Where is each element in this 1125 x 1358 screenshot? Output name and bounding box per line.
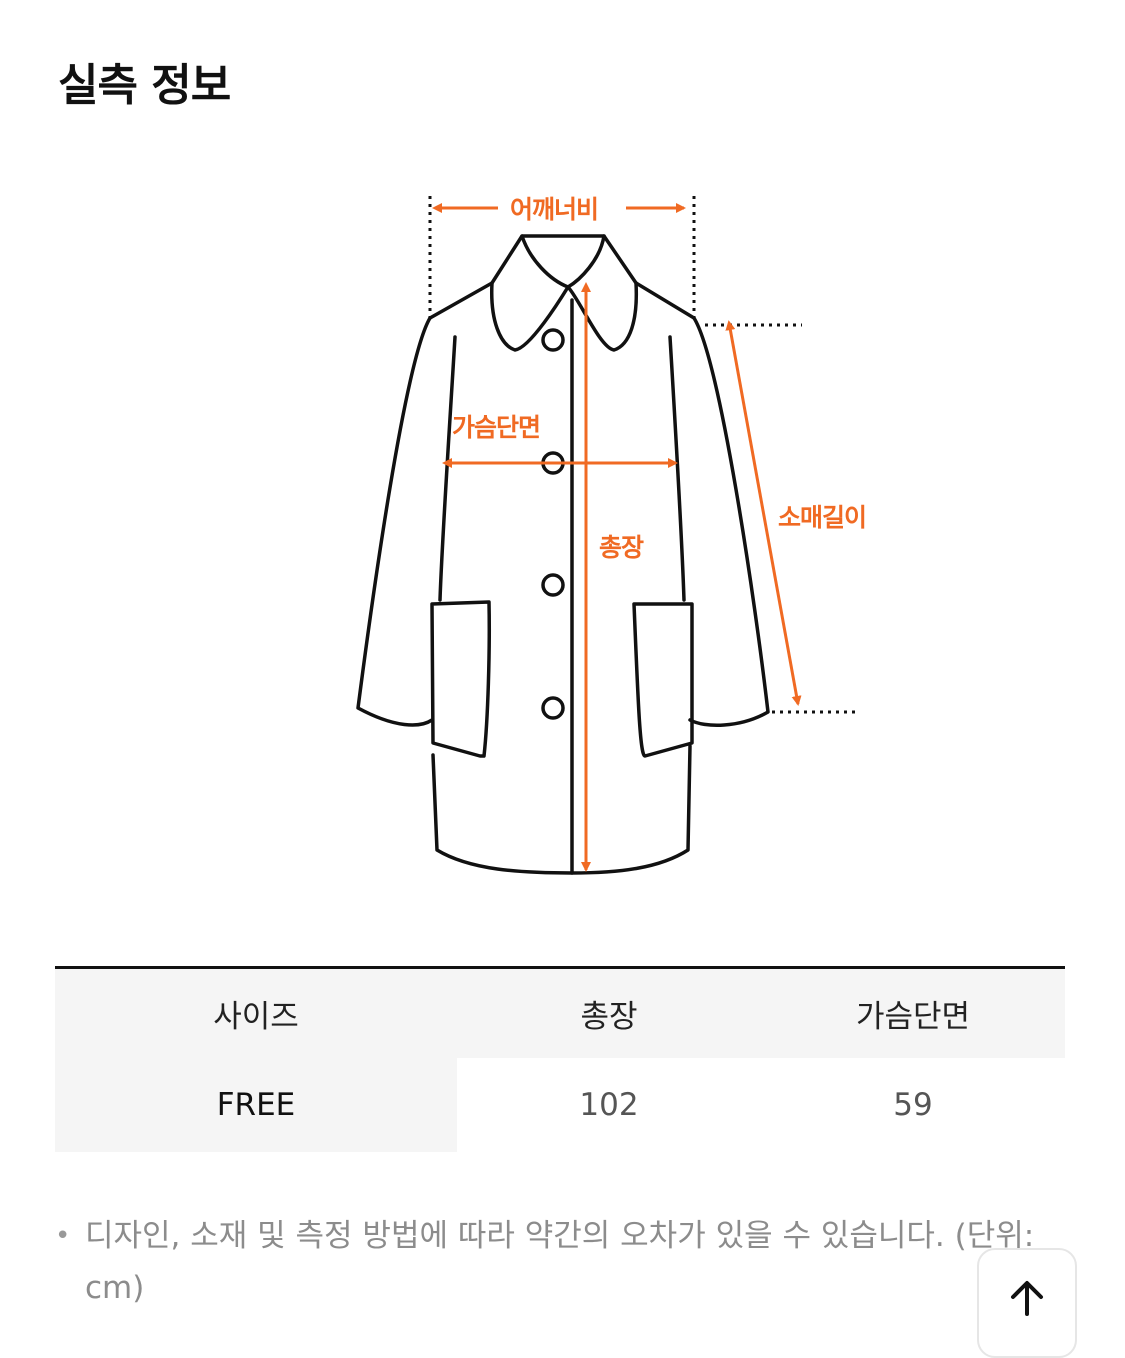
cell-chest-width: 59 xyxy=(761,1057,1065,1152)
scroll-to-top-button[interactable] xyxy=(977,1248,1077,1358)
header-chest-width: 가슴단면 xyxy=(855,998,971,1035)
cell-size: FREE xyxy=(55,1057,457,1152)
label-sleeve-length: 소매길이 xyxy=(778,503,867,532)
header-size: 사이즈 xyxy=(213,998,299,1035)
label-chest-width: 가슴단면 xyxy=(452,413,541,442)
measurement-note: • 디자인, 소재 및 측정 방법에 따라 약간의 오차가 있을 수 있습니다.… xyxy=(55,1210,1065,1314)
table-header-row: 사이즈 총장 가슴단면 xyxy=(55,967,1065,1058)
measurement-diagram: 어깨너비 가슴단면 총장 소매길이 xyxy=(340,180,880,890)
note-text: 디자인, 소재 및 측정 방법에 따라 약간의 오차가 있을 수 있습니다. (… xyxy=(85,1218,1035,1306)
page-title: 실측 정보 xyxy=(58,60,231,111)
cell-total-length: 102 xyxy=(457,1057,761,1152)
size-table: 사이즈 총장 가슴단면 FREE 102 59 xyxy=(55,966,1065,1152)
coat-illustration xyxy=(356,196,858,875)
table-row: FREE 102 59 xyxy=(55,1057,1065,1152)
bullet-icon: • xyxy=(55,1221,71,1251)
header-total-length: 총장 xyxy=(580,998,638,1035)
label-shoulder-width: 어깨너비 xyxy=(510,195,599,224)
arrow-up-icon xyxy=(1007,1278,1047,1318)
label-total-length: 총장 xyxy=(599,533,644,562)
